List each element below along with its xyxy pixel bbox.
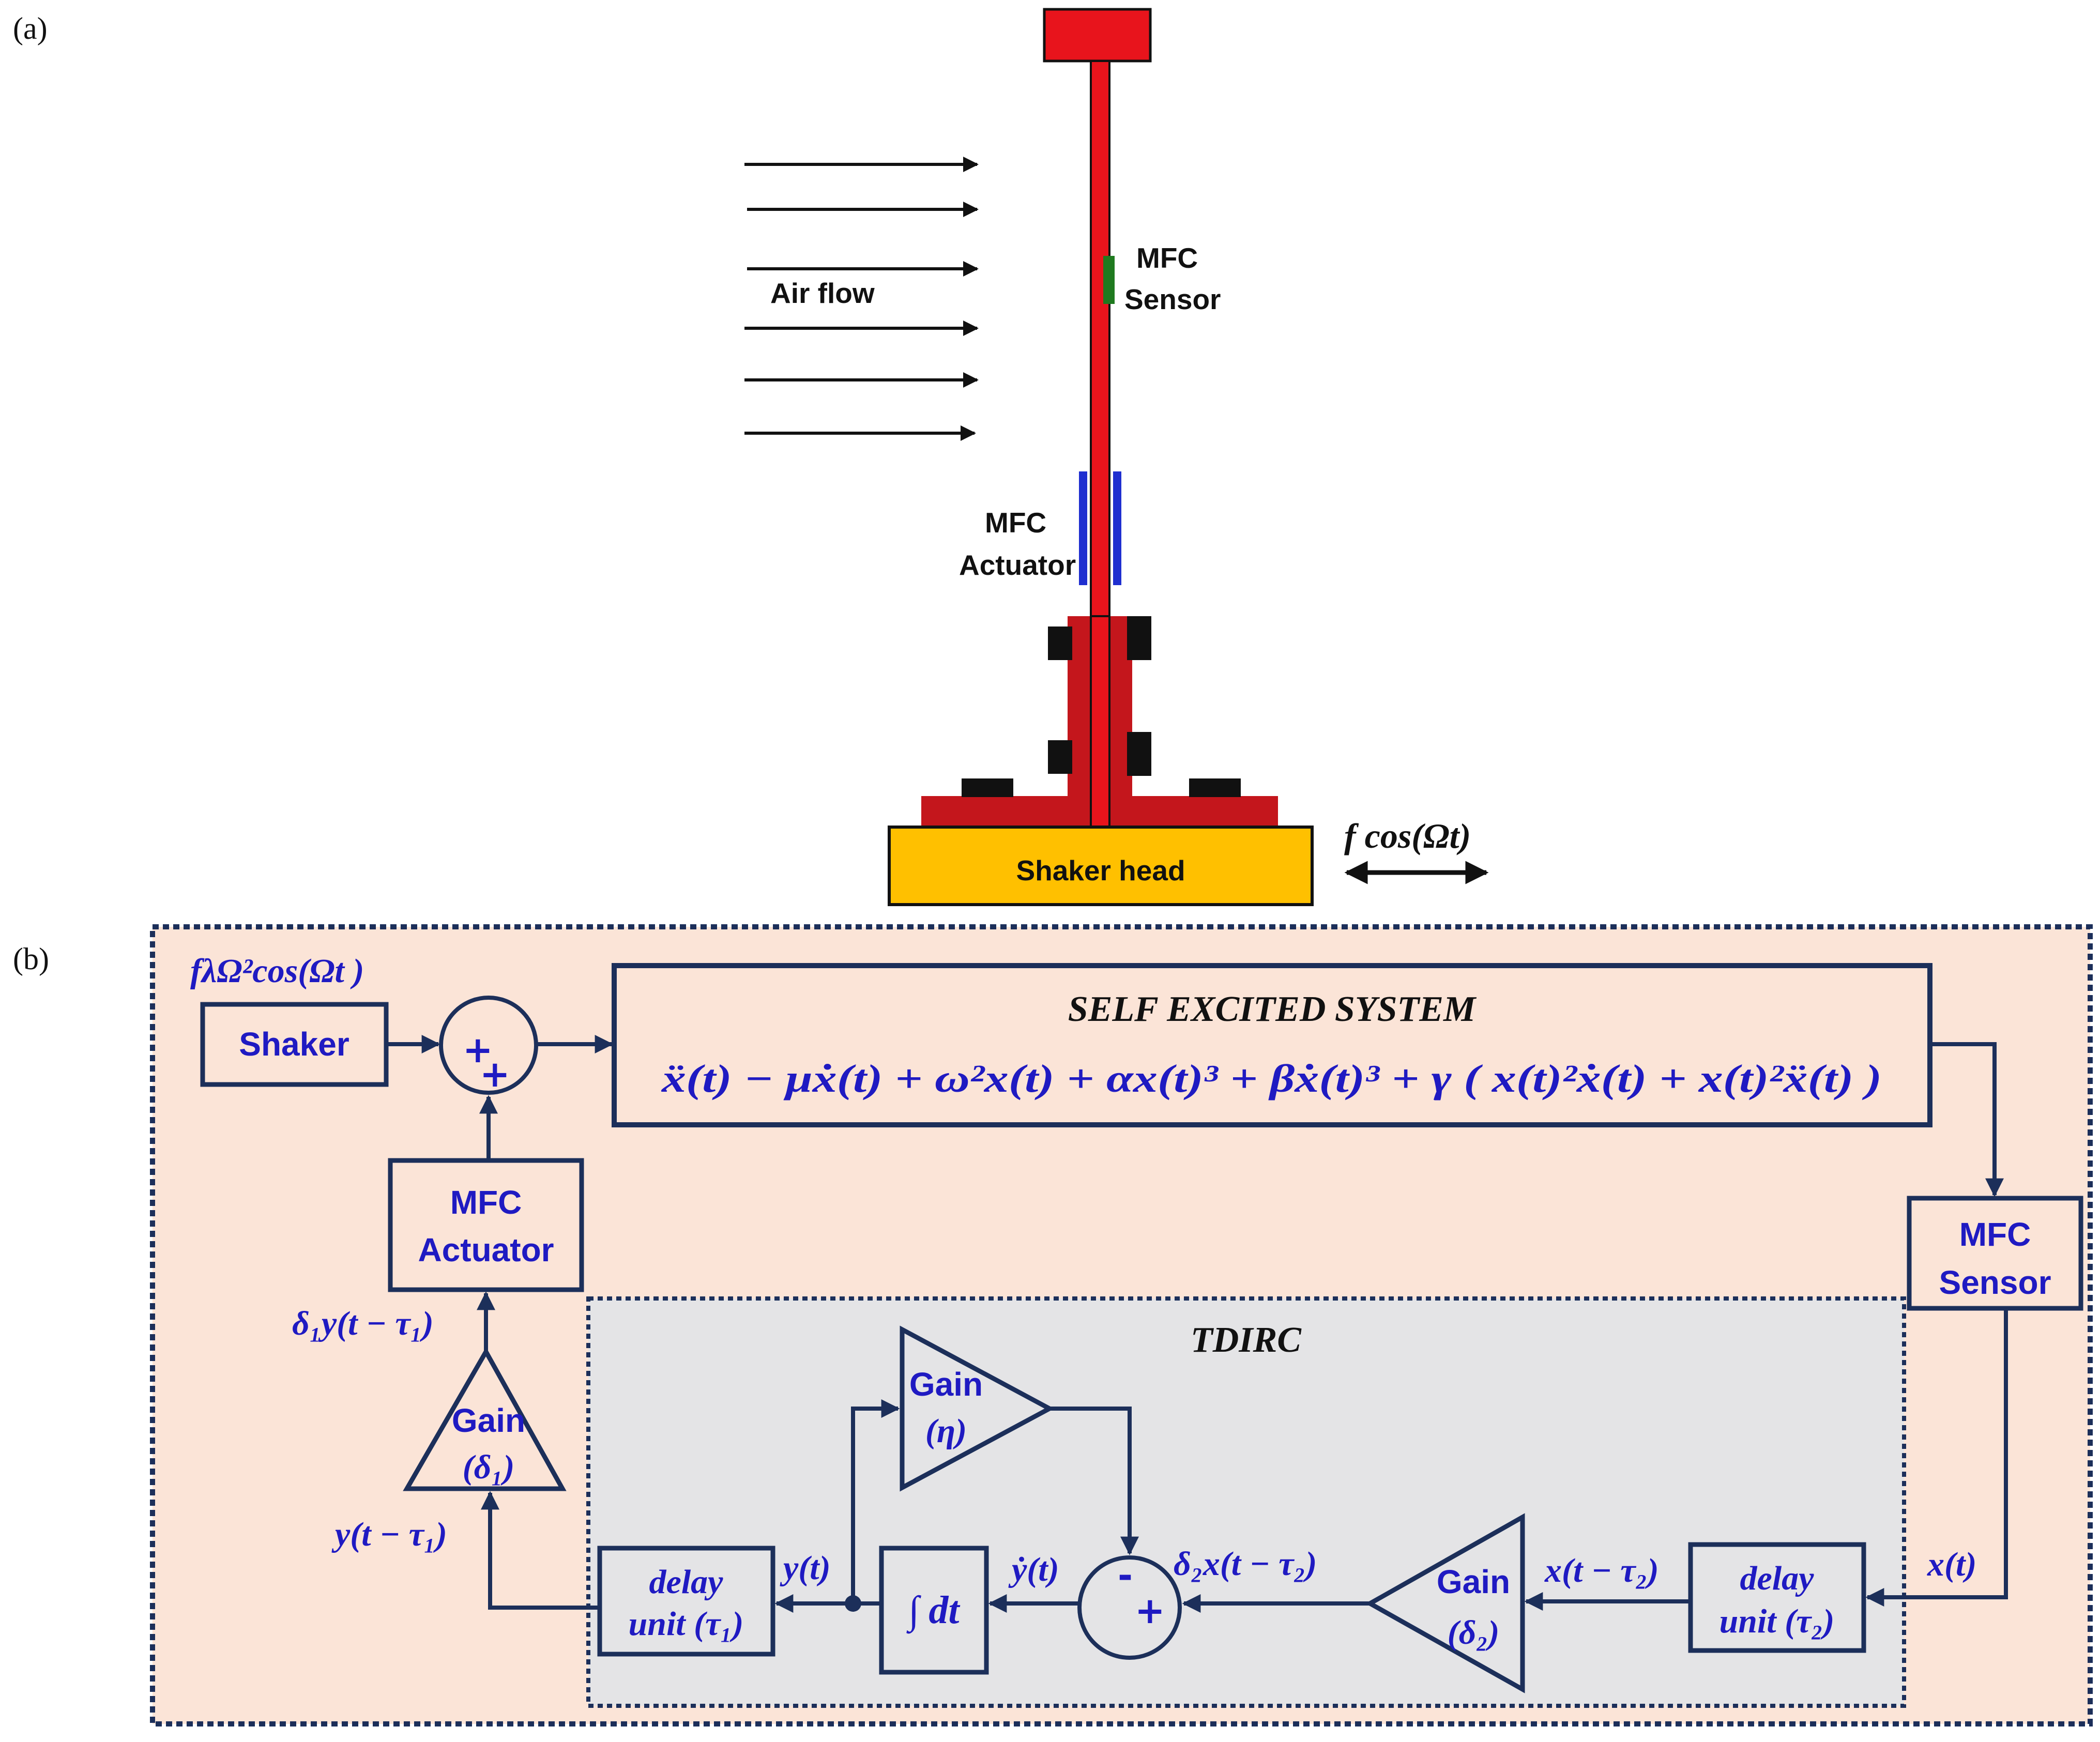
gain-delta1-label-1: Gain	[452, 1402, 525, 1439]
shaker-head-label: Shaker head	[1016, 854, 1185, 887]
panel-b-label: (b)	[13, 942, 49, 976]
tip-mass	[1043, 8, 1152, 63]
delay-unit-tau1-block	[597, 1546, 775, 1657]
mfc-sensor-block-label-2: Sensor	[1939, 1264, 2051, 1301]
mfc-actuator-label-1: MFC	[985, 507, 1046, 539]
signal-paths	[386, 1035, 2008, 1613]
mfc-actuator-block-label-2: Actuator	[418, 1231, 554, 1269]
integrator-block	[879, 1546, 989, 1675]
x-delayed-label: x(t − τ₂)	[1544, 1552, 1659, 1590]
delay-unit-tau2-label-2: unit (τ₂)	[1719, 1602, 1835, 1640]
ydot-t-label: ẏ(t)	[1008, 1551, 1059, 1588]
base-bolt	[962, 778, 1013, 797]
tdirc-region	[586, 1296, 1906, 1708]
panel-a: (a) Air flow MFC Sensor MFC Actuator	[13, 8, 1489, 906]
beam-root	[1090, 615, 1110, 828]
gain-delta2-label-1: Gain	[1437, 1563, 1510, 1600]
gain-delta1-block	[403, 1347, 567, 1491]
base-bolt	[1189, 778, 1241, 797]
y-to-gain-eta	[851, 1399, 900, 1603]
actuator-signal-label: δ₁y(t − τ₁)	[292, 1305, 434, 1342]
x-t-label: x(t)	[1927, 1546, 1976, 1583]
gain-eta-to-sum2	[1049, 1407, 1139, 1555]
sum1-sign-top: +	[463, 1029, 493, 1071]
clamp-fixture	[921, 615, 1278, 828]
gain-eta-block	[900, 1325, 1055, 1492]
y-t-label: y(t)	[780, 1549, 831, 1587]
delayed-y-label: y(t − τ₁)	[331, 1516, 447, 1553]
mfc-sensor-label-1: MFC	[1136, 242, 1198, 274]
summing-junction-2	[1077, 1555, 1182, 1660]
system-to-sensor	[1930, 1042, 2004, 1197]
sensor-to-delay2	[1865, 1308, 2008, 1607]
delay-unit-tau2-label-1: delay	[1740, 1560, 1815, 1597]
mfc-actuator-patch-left	[1079, 471, 1087, 585]
air-flow-arrows	[744, 157, 979, 441]
delay-unit-tau1-label-2: unit (τ₁)	[629, 1605, 744, 1643]
tdirc-title: TDIRC	[1191, 1320, 1302, 1360]
shaker-head	[888, 826, 1314, 906]
mfc-sensor-block-label-1: MFC	[1959, 1216, 2031, 1253]
system-equation: ẍ(t) − μẋ(t) + ω²x(t) + αx(t)³ + βẋ(t)³ …	[661, 1057, 1882, 1101]
gain-delta2-label-2: (δ₂)	[1448, 1614, 1500, 1652]
branch-point	[845, 1595, 861, 1612]
clamp-bolt	[1048, 740, 1072, 774]
shaker-label: Shaker	[239, 1026, 349, 1063]
panel-b: (b) TDIRC fλΩ²cos(Ωt ) Shaker + + SELF E…	[13, 924, 2093, 1726]
air-flow-label: Air flow	[770, 277, 875, 309]
excitation-label: f cos(Ωt)	[1344, 816, 1471, 855]
mfc-actuator-label-2: Actuator	[959, 549, 1076, 581]
mfc-sensor-block	[1907, 1196, 2083, 1311]
mfc-actuator-block	[388, 1158, 584, 1292]
gain-eta-label-2: (η)	[925, 1412, 967, 1450]
delta2-x-label: δ₂x(t − τ₂)	[1174, 1545, 1317, 1583]
input-signal-label: fλΩ²cos(Ωt )	[190, 952, 364, 990]
mfc-sensor-patch	[1103, 256, 1115, 304]
sum2-sign-bottom: +	[1135, 1590, 1165, 1632]
mfc-sensor-label-2: Sensor	[1124, 283, 1221, 315]
delay-unit-tau1-label-1: delay	[649, 1563, 724, 1601]
gain-eta-label-1: Gain	[909, 1366, 983, 1403]
self-excited-title: SELF EXCITED SYSTEM	[1068, 989, 1477, 1029]
sum1-sign-bottom: +	[480, 1053, 510, 1095]
panel-a-label: (a)	[13, 11, 48, 45]
clamp-bolt	[1127, 732, 1151, 776]
delay-unit-tau2-block	[1688, 1542, 1866, 1653]
gain-delta2-block	[1365, 1513, 1525, 1693]
clamp-bolt	[1127, 616, 1151, 660]
mfc-actuator-patch-right	[1113, 471, 1121, 585]
integrator-label: ∫ dt	[906, 1588, 961, 1634]
clamp-bolt	[1048, 626, 1072, 660]
mfc-actuator-block-label-1: MFC	[450, 1184, 522, 1221]
sum2-sign-top: -	[1118, 1554, 1133, 1597]
gain-delta1-label-2: (δ₁)	[463, 1448, 515, 1486]
delay1-to-gain1	[481, 1491, 600, 1610]
